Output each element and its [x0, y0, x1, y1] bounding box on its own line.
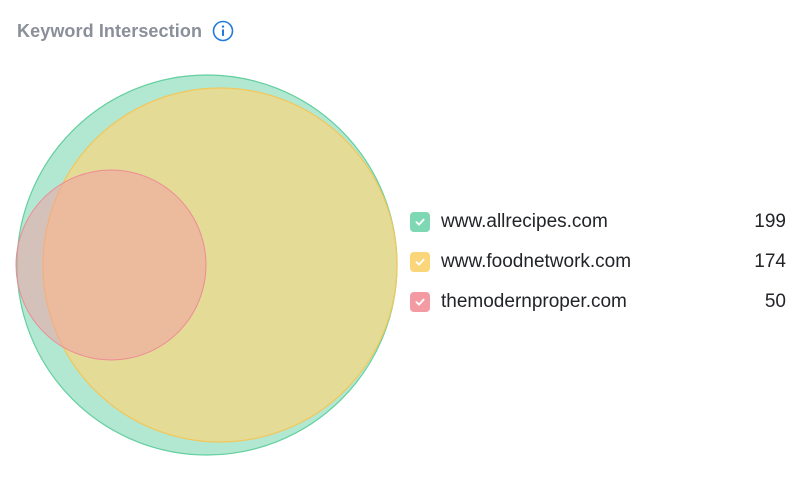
- checkbox-foodnetwork[interactable]: [410, 252, 430, 272]
- legend-item-themodernproper[interactable]: themodernproper.com 50: [410, 282, 786, 322]
- legend-domain-label: www.foodnetwork.com: [441, 251, 632, 272]
- checkbox-themodernproper[interactable]: [410, 292, 430, 312]
- legend-domain-label: themodernproper.com: [441, 291, 627, 312]
- info-icon[interactable]: [212, 20, 234, 42]
- checkbox-allrecipes[interactable]: [410, 212, 430, 232]
- legend-item-foodnetwork[interactable]: www.foodnetwork.com 174: [410, 242, 786, 282]
- venn-diagram: [15, 74, 398, 456]
- legend-count: 199: [754, 211, 786, 232]
- legend-domain-label: www.allrecipes.com: [441, 211, 608, 232]
- legend-item-allrecipes[interactable]: www.allrecipes.com 199: [410, 202, 786, 242]
- venn-legend: www.allrecipes.com 199 www.foodnetwork.c…: [410, 202, 786, 322]
- venn-circle-themodernproper[interactable]: [15, 169, 207, 361]
- legend-count: 174: [754, 251, 786, 272]
- checkmark-icon: [415, 258, 425, 266]
- legend-count: 50: [764, 291, 786, 312]
- checkmark-icon: [415, 218, 425, 226]
- widget-header: Keyword Intersection: [17, 20, 234, 42]
- checkmark-icon: [415, 298, 425, 306]
- widget-title: Keyword Intersection: [17, 20, 203, 41]
